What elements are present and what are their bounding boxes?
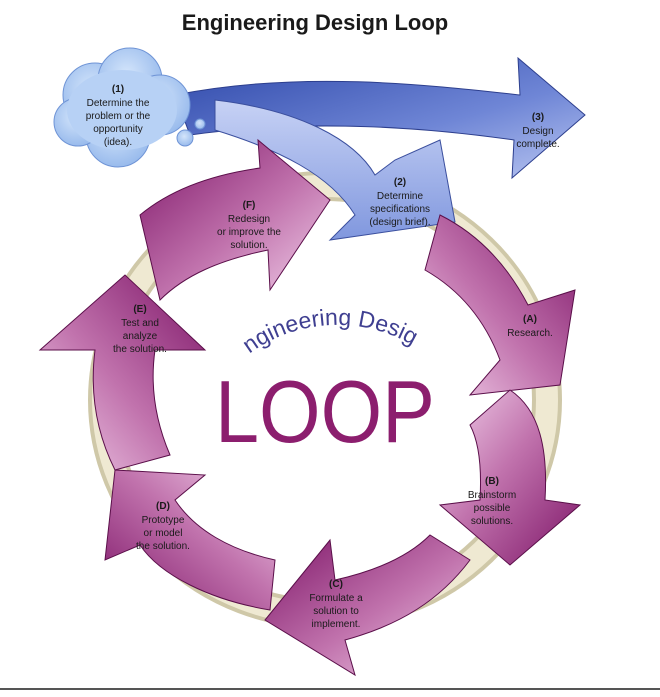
- svg-text:(E): (E): [133, 304, 146, 315]
- svg-text:Determine the: Determine the: [87, 98, 150, 109]
- svg-text:Design: Design: [522, 126, 553, 137]
- svg-text:specifications: specifications: [370, 204, 430, 215]
- svg-text:problem or the: problem or the: [86, 111, 151, 122]
- step-b-label: (B) Brainstorm possible solutions.: [468, 476, 516, 527]
- svg-text:(design brief).: (design brief).: [369, 217, 430, 228]
- center-loop-word: LOOP: [215, 362, 435, 461]
- step-3-label: (3) Design complete.: [516, 112, 559, 150]
- svg-text:Determine: Determine: [377, 191, 424, 202]
- svg-text:analyze: analyze: [123, 331, 158, 342]
- svg-text:Brainstorm: Brainstorm: [468, 490, 516, 501]
- step-2-label: (2) Determine specifications (design bri…: [369, 177, 430, 228]
- svg-text:(D): (D): [156, 501, 170, 512]
- svg-text:(2): (2): [394, 177, 406, 188]
- svg-text:(idea).: (idea).: [104, 137, 132, 148]
- svg-text:complete.: complete.: [516, 139, 559, 150]
- diagram-title: Engineering Design Loop: [182, 10, 448, 35]
- step-e-label: (E) Test and analyze the solution.: [113, 304, 167, 355]
- svg-text:implement.: implement.: [312, 619, 361, 630]
- svg-text:or improve the: or improve the: [217, 227, 281, 238]
- step-e-arrow: [38, 274, 207, 471]
- svg-text:Research.: Research.: [507, 328, 553, 339]
- thought-cloud-icon: [53, 47, 206, 168]
- step-1-label: (1) Determine the problem or the opportu…: [86, 84, 151, 148]
- svg-text:(3): (3): [532, 112, 544, 123]
- svg-text:Formulate a: Formulate a: [309, 593, 363, 604]
- step-a-label: (A) Research.: [507, 314, 553, 339]
- svg-text:Redesign: Redesign: [228, 214, 270, 225]
- step-d-label: (D) Prototype or model the solution.: [136, 501, 190, 552]
- step-f-arrow: [139, 138, 331, 301]
- svg-text:(F): (F): [243, 200, 256, 211]
- step-f-label: (F) Redesign or improve the solution.: [217, 200, 281, 251]
- svg-text:or model: or model: [144, 528, 183, 539]
- svg-text:solutions.: solutions.: [471, 516, 513, 527]
- svg-text:possible: possible: [474, 503, 511, 514]
- svg-text:opportunity: opportunity: [93, 124, 142, 135]
- step-c-arrow: [264, 534, 471, 677]
- svg-text:(1): (1): [112, 84, 124, 95]
- step-b-arrow: [438, 389, 582, 566]
- bottom-divider: [0, 688, 660, 690]
- step-c-label: (C) Formulate a solution to implement.: [309, 579, 363, 630]
- svg-text:the solution.: the solution.: [136, 541, 190, 552]
- step-a-arrow: [424, 214, 576, 396]
- svg-text:(A): (A): [523, 314, 537, 325]
- svg-text:(B): (B): [485, 476, 499, 487]
- svg-text:Test and: Test and: [121, 318, 159, 329]
- svg-text:(C): (C): [329, 579, 343, 590]
- step-d-arrow: [104, 469, 276, 611]
- svg-text:Prototype: Prototype: [142, 515, 185, 526]
- svg-text:solution to: solution to: [313, 606, 359, 617]
- svg-text:solution.: solution.: [230, 240, 267, 251]
- svg-text:the solution.: the solution.: [113, 344, 167, 355]
